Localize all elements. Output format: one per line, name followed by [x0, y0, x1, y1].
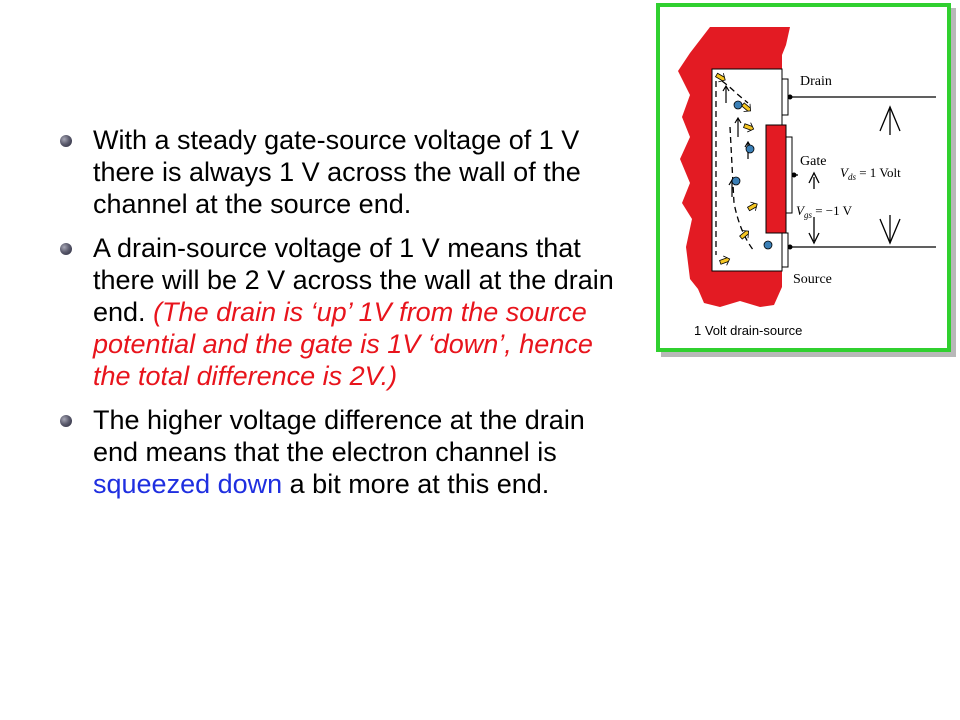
bullet-text: The higher voltage difference at the dra… [93, 405, 585, 467]
bullet-marker [60, 243, 72, 255]
bullet-item-2: A drain-source voltage of 1 V means that… [60, 232, 630, 392]
gate-node [791, 172, 797, 178]
vds-arrow [879, 105, 901, 245]
vgs-subscript: gs [804, 210, 813, 220]
gate-plate [785, 136, 793, 214]
bullet-highlight-blue: squeezed down [93, 469, 283, 499]
depletion-curve [729, 126, 755, 252]
bullet-marker [60, 135, 72, 147]
drain-node [787, 94, 793, 100]
vds-label: Vds = 1 Volt [840, 165, 901, 182]
vds-symbol: V [840, 165, 850, 180]
bullet-text: With a steady gate-source voltage of 1 V… [93, 125, 581, 219]
source-node [787, 244, 793, 250]
electrons [731, 100, 773, 250]
vds-subscript: ds [848, 172, 857, 182]
source-label: Source [793, 272, 832, 287]
vgs-value: = −1 V [812, 203, 853, 218]
vgs-arrow [808, 171, 820, 245]
bullet-text-end: a bit more at this end. [282, 469, 550, 499]
jfet-diagram: Drain Gate Source Vds = 1 Volt Vgs = −1 … [656, 3, 951, 352]
figure-caption: 1 Volt drain-source [694, 323, 802, 338]
depletion-curve [721, 80, 749, 104]
source-plate [781, 232, 789, 268]
drain-plate [781, 78, 789, 116]
field-arrows [714, 72, 758, 266]
bullet-item-3: The higher voltage difference at the dra… [60, 404, 630, 500]
vds-value: = 1 Volt [856, 165, 901, 180]
vgs-symbol: V [796, 203, 806, 218]
gate-label: Gate [800, 154, 826, 169]
bullet-marker [60, 415, 72, 427]
jfet-diagram-svg: Drain Gate Source Vds = 1 Volt Vgs = −1 … [678, 27, 936, 338]
bullet-list: With a steady gate-source voltage of 1 V… [60, 124, 630, 512]
bullet-item-1: With a steady gate-source voltage of 1 V… [60, 124, 630, 220]
bullet-highlight-red: (The drain is ‘up’ 1V from the source po… [93, 297, 593, 391]
gate-electrode [765, 124, 787, 234]
vgs-label: Vgs = −1 V [796, 203, 853, 220]
bullet-text: A drain-source voltage of 1 V means that… [93, 233, 614, 327]
drain-label: Drain [800, 74, 832, 89]
